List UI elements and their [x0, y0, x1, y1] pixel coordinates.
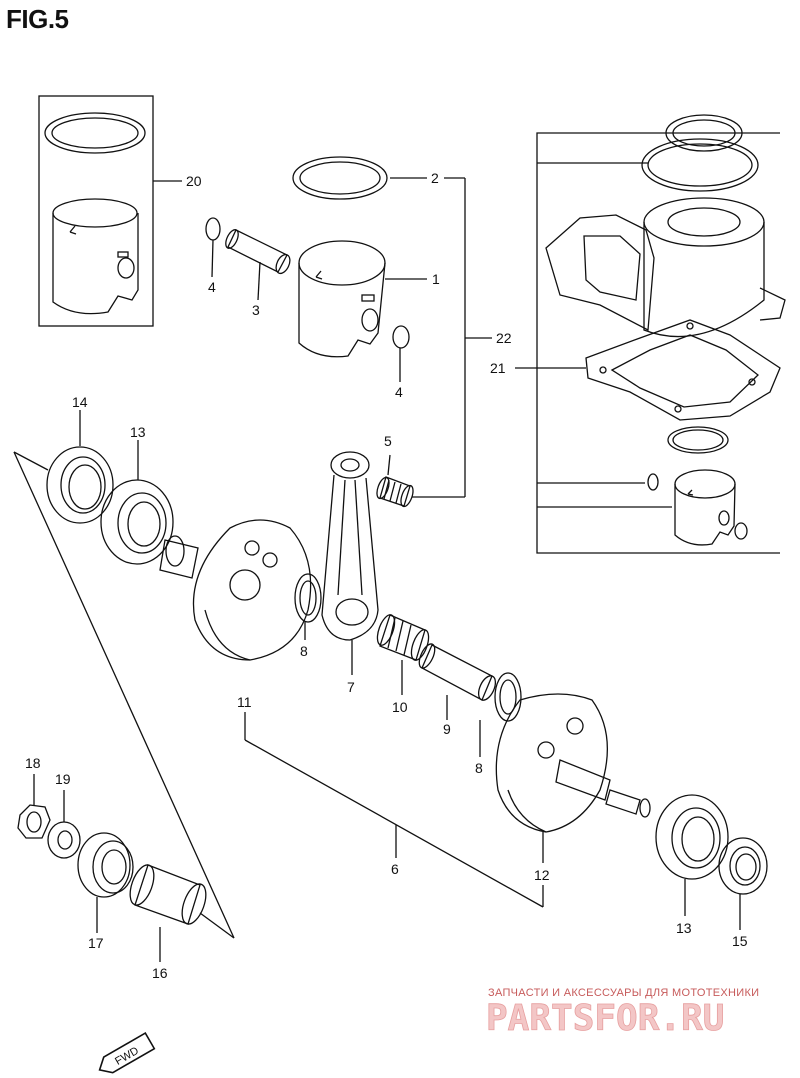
kit-circlip-2[interactable]	[734, 522, 748, 540]
part-10-big-end-bearing[interactable]	[374, 613, 432, 663]
part-12-crankshaft-right[interactable]	[495, 693, 651, 833]
part-4-circlip[interactable]	[205, 217, 221, 241]
part-15-oil-seal[interactable]	[718, 837, 768, 895]
label-2: 2	[431, 170, 439, 186]
label-14: 14	[72, 394, 88, 410]
label-4-left: 4	[208, 279, 216, 295]
part-2-piston-ring[interactable]	[292, 156, 388, 200]
label-5: 5	[384, 433, 392, 449]
part-8-thrust-washer[interactable]	[294, 573, 322, 623]
fwd-direction-badge: FWD	[98, 1031, 156, 1074]
watermark-brand: PARTSFOR.RU	[486, 998, 724, 1039]
part-14-oil-seal[interactable]	[46, 446, 114, 524]
part-8-thrust-washer-2[interactable]	[494, 672, 522, 722]
part-13-main-bearing-2[interactable]	[655, 794, 729, 880]
part-16-spacer[interactable]	[125, 862, 210, 927]
label-17: 17	[88, 935, 104, 951]
label-12: 12	[534, 867, 550, 883]
kit-piston[interactable]	[674, 469, 736, 546]
label-8-left: 8	[300, 643, 308, 659]
label-6: 6	[391, 861, 399, 877]
label-18: 18	[25, 755, 41, 771]
part-18-nut[interactable]	[17, 804, 51, 839]
cylinder-block[interactable]	[545, 197, 786, 338]
label-16: 16	[152, 965, 168, 981]
kit-piston-ring[interactable]	[667, 426, 729, 454]
label-7: 7	[347, 679, 355, 695]
label-19: 19	[55, 771, 71, 787]
part-17-primary-gear[interactable]	[77, 832, 134, 898]
label-11: 11	[237, 694, 252, 710]
label-8-right: 8	[475, 760, 483, 776]
part-22-kit-bracket	[536, 132, 780, 554]
label-13-right: 13	[676, 920, 692, 936]
label-4-right: 4	[395, 384, 403, 400]
part-20-piston-set[interactable]	[38, 95, 154, 327]
label-1: 1	[432, 271, 440, 287]
part-11-crankshaft-left[interactable]	[159, 519, 312, 661]
label-21: 21	[490, 360, 506, 376]
label-10: 10	[392, 699, 408, 715]
label-3: 3	[252, 302, 260, 318]
part-4-circlip-2[interactable]	[392, 325, 410, 349]
watermark-tagline: ЗАПЧАСТИ И АКСЕССУАРЫ ДЛЯ МОТОТЕХНИКИ	[488, 987, 759, 999]
kit-circlip[interactable]	[647, 473, 659, 491]
label-15: 15	[732, 933, 748, 949]
label-9: 9	[443, 721, 451, 737]
part-number-labels: 20 2 1 3 4 4 22 21 5 14 13 8 7 10 9 11 8…	[25, 170, 748, 981]
label-13-left: 13	[130, 424, 146, 440]
part-9-crank-pin[interactable]	[416, 642, 499, 703]
leader-lines	[13, 177, 741, 962]
part-5-small-end-bearing[interactable]	[375, 476, 416, 508]
part-13-main-bearing[interactable]	[100, 479, 174, 565]
part-3-piston-pin[interactable]	[223, 228, 292, 276]
watermark: ЗАПЧАСТИ И АКСЕССУАРЫ ДЛЯ МОТОТЕХНИКИ PA…	[486, 987, 759, 1039]
figure-title: FIG.5	[6, 4, 69, 34]
part-1-piston[interactable]	[298, 240, 386, 358]
cylinder-head-gasket-rings[interactable]	[641, 114, 759, 192]
part-7-connecting-rod[interactable]	[321, 451, 379, 641]
part-19-washer[interactable]	[47, 821, 81, 859]
label-22: 22	[496, 330, 512, 346]
label-20: 20	[186, 173, 202, 189]
part-21-base-gasket[interactable]	[585, 319, 781, 421]
